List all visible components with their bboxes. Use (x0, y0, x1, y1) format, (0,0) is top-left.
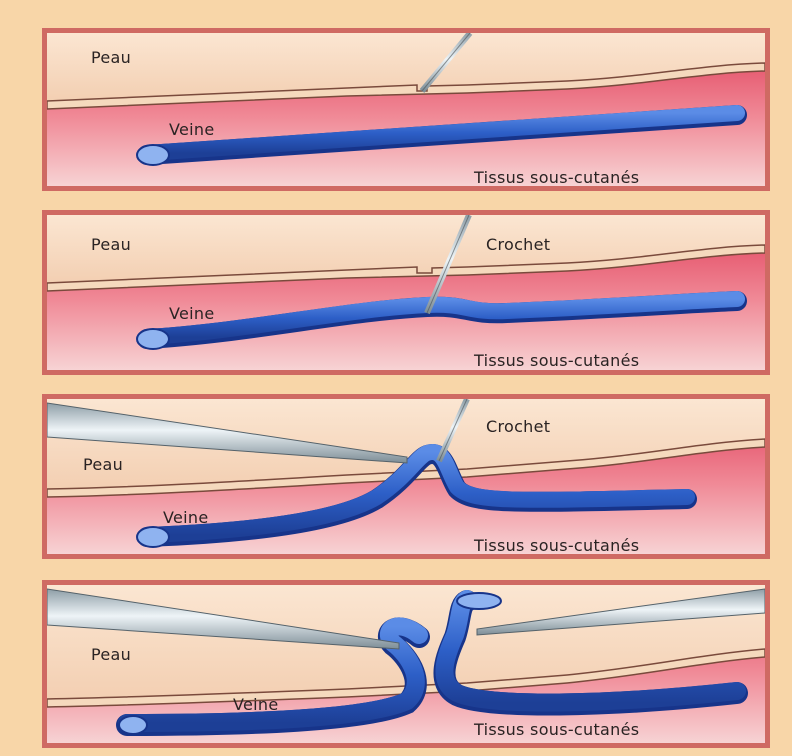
skin-label: Peau (83, 455, 123, 474)
vein-end (137, 145, 169, 165)
panel-3-illustration (47, 399, 765, 554)
vein-cut-end (457, 593, 501, 609)
skin-label: Peau (91, 645, 131, 664)
panel-2-illustration (47, 215, 765, 370)
hook-label: Crochet (486, 235, 550, 254)
panel-4-illustration (47, 585, 765, 743)
vein-label: Veine (169, 120, 214, 139)
vein-label: Veine (233, 695, 278, 714)
panel-step-3: Peau Crochet Veine Tissus sous-cutanés (42, 394, 770, 559)
vein-label: Veine (163, 508, 208, 527)
skin-label: Peau (91, 48, 131, 67)
skin-label: Peau (91, 235, 131, 254)
vein-end (137, 329, 169, 349)
panel-step-4: Peau Veine Tissus sous-cutanés (42, 580, 770, 748)
vein-label: Veine (169, 304, 214, 323)
panel-1-illustration (47, 33, 765, 186)
panel-step-1: Peau Veine Tissus sous-cutanés (42, 28, 770, 191)
tissue-label: Tissus sous-cutanés (474, 536, 639, 555)
tissue-label: Tissus sous-cutanés (474, 720, 639, 739)
panel-step-2: Peau Crochet Veine Tissus sous-cutanés (42, 210, 770, 375)
hook-label: Crochet (486, 417, 550, 436)
tissue-label: Tissus sous-cutanés (474, 168, 639, 187)
vein-end (119, 716, 147, 734)
tissue-label: Tissus sous-cutanés (474, 351, 639, 370)
vein-end (137, 527, 169, 547)
